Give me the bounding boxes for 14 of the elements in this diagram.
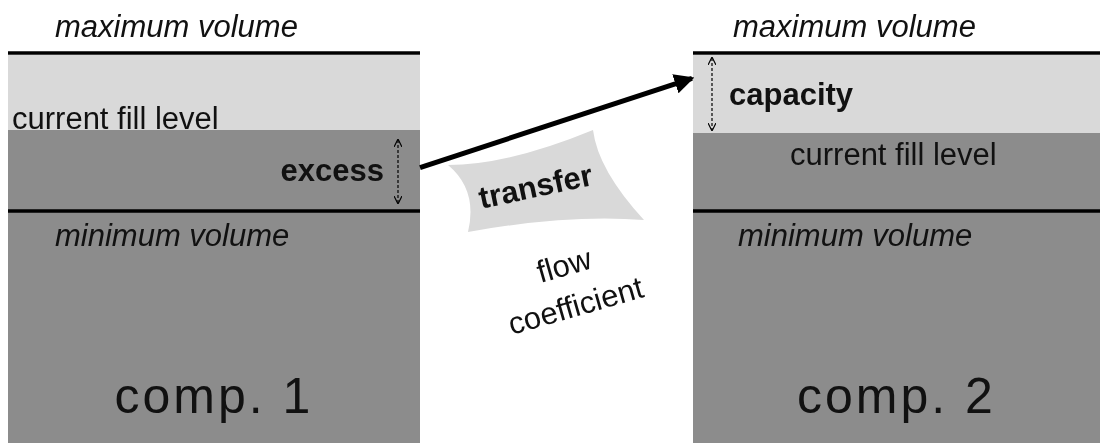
fill-level-label: current fill level [12, 102, 219, 136]
compartment-label: comp. 2 [796, 367, 997, 425]
volume-label: minimum volume [55, 219, 290, 253]
volume-label: maximum volume [55, 10, 298, 44]
band-label: capacity [729, 78, 854, 112]
band-label: excess [280, 154, 384, 188]
compartment [8, 55, 420, 443]
volume-label: minimum volume [738, 219, 973, 253]
compartment-label: comp. 1 [113, 367, 315, 425]
fill-level-label: current fill level [790, 138, 997, 172]
shape-label: transfer [475, 158, 596, 216]
compartment [693, 55, 1100, 443]
volume-label: maximum volume [733, 10, 976, 44]
arrow [419, 74, 695, 170]
